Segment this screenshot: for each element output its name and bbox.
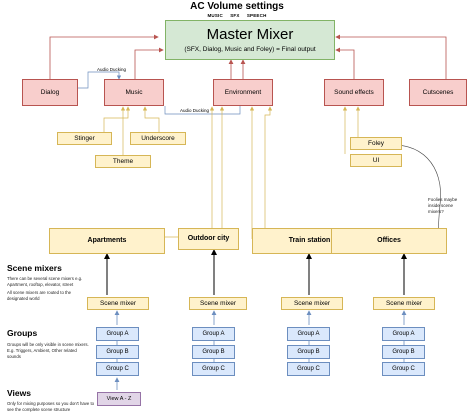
section-note-scene-mixers-2: All scene mixers are routed to the desig…: [7, 290, 72, 301]
section-note-scene-mixers-1: There can be several scene mixers e.g. A…: [7, 276, 83, 287]
edge-stinger-music: [103, 106, 131, 132]
sound-effects-node: Sound effects: [324, 79, 384, 106]
diagram-title: AC Volume settings: [190, 1, 284, 12]
scene-apartments: Apartments: [49, 228, 165, 254]
group-a-node: Group A: [192, 327, 235, 341]
ui-node: UI: [350, 154, 402, 167]
foley-node: Foley: [350, 137, 402, 150]
group-c-node: Group C: [382, 362, 425, 376]
edge-ducking-music-env: [164, 106, 241, 115]
section-title-views: Views: [7, 388, 31, 398]
master-mixer-node: Master Mixer (SFX, Dialog, Music and Fol…: [165, 20, 335, 60]
edge-ducking-dialog-music: [75, 71, 122, 89]
master-mixer-title: Master Mixer: [206, 26, 294, 44]
foley-note: Foolies maybe inside scene mixers?: [428, 197, 458, 215]
header-tags: MUSIC SFX SPEECH: [0, 13, 474, 18]
master-mixer-subtitle: (SFX, Dialog, Music and Foley) = Final o…: [184, 45, 316, 53]
edge-offices-env: [264, 106, 331, 240]
group-a-node: Group A: [382, 327, 425, 341]
underscore-node: Underscore: [130, 132, 186, 145]
group-c-node: Group C: [96, 362, 139, 376]
edge-apartments-env: [165, 106, 215, 238]
section-title-scene-mixers: Scene mixers: [7, 263, 62, 273]
stinger-node: Stinger: [57, 132, 112, 145]
section-title-groups: Groups: [7, 328, 38, 338]
tag-music: MUSIC: [207, 13, 223, 18]
group-a-node: Group A: [96, 327, 139, 341]
group-b-node: Group B: [287, 345, 330, 359]
theme-node: Theme: [95, 155, 151, 168]
group-c-node: Group C: [192, 362, 235, 376]
music-node: Music: [104, 79, 164, 106]
edge-cutscenes-master: [335, 34, 447, 79]
edge-underscore-music: [142, 106, 160, 132]
view-node: View A - Z: [97, 392, 141, 406]
section-note-groups: Groups will be only visible in scene mix…: [7, 342, 89, 359]
group-a-node: Group A: [287, 327, 330, 341]
tag-speech: SPEECH: [246, 13, 267, 18]
scene-mixer-node: Scene mixer: [281, 297, 343, 310]
section-note-views: Only for mixing purposes so you don't ha…: [7, 401, 95, 412]
edge-music-master: [134, 47, 164, 79]
tag-sfx: SFX: [230, 13, 240, 18]
scene-outdoor-city: Outdoor city: [178, 228, 239, 250]
scene-offices: Offices: [331, 228, 447, 254]
environment-node: Environment: [213, 79, 273, 106]
group-c-node: Group C: [287, 362, 330, 376]
edge-sfx-master: [335, 47, 355, 79]
ducking-label-1: Audio Ducking: [97, 67, 127, 72]
scene-mixer-node: Scene mixer: [373, 297, 435, 310]
scene-mixer-node: Scene mixer: [189, 297, 247, 310]
group-b-node: Group B: [382, 345, 425, 359]
cutscenes-node: Cutscenes: [409, 79, 467, 106]
edge-dialog-master: [49, 34, 159, 79]
group-b-node: Group B: [192, 345, 235, 359]
ducking-label-2: Audio Ducking: [180, 108, 210, 113]
group-b-node: Group B: [96, 345, 139, 359]
scene-mixer-node: Scene mixer: [87, 297, 149, 310]
dialog-node: Dialog: [22, 79, 78, 106]
